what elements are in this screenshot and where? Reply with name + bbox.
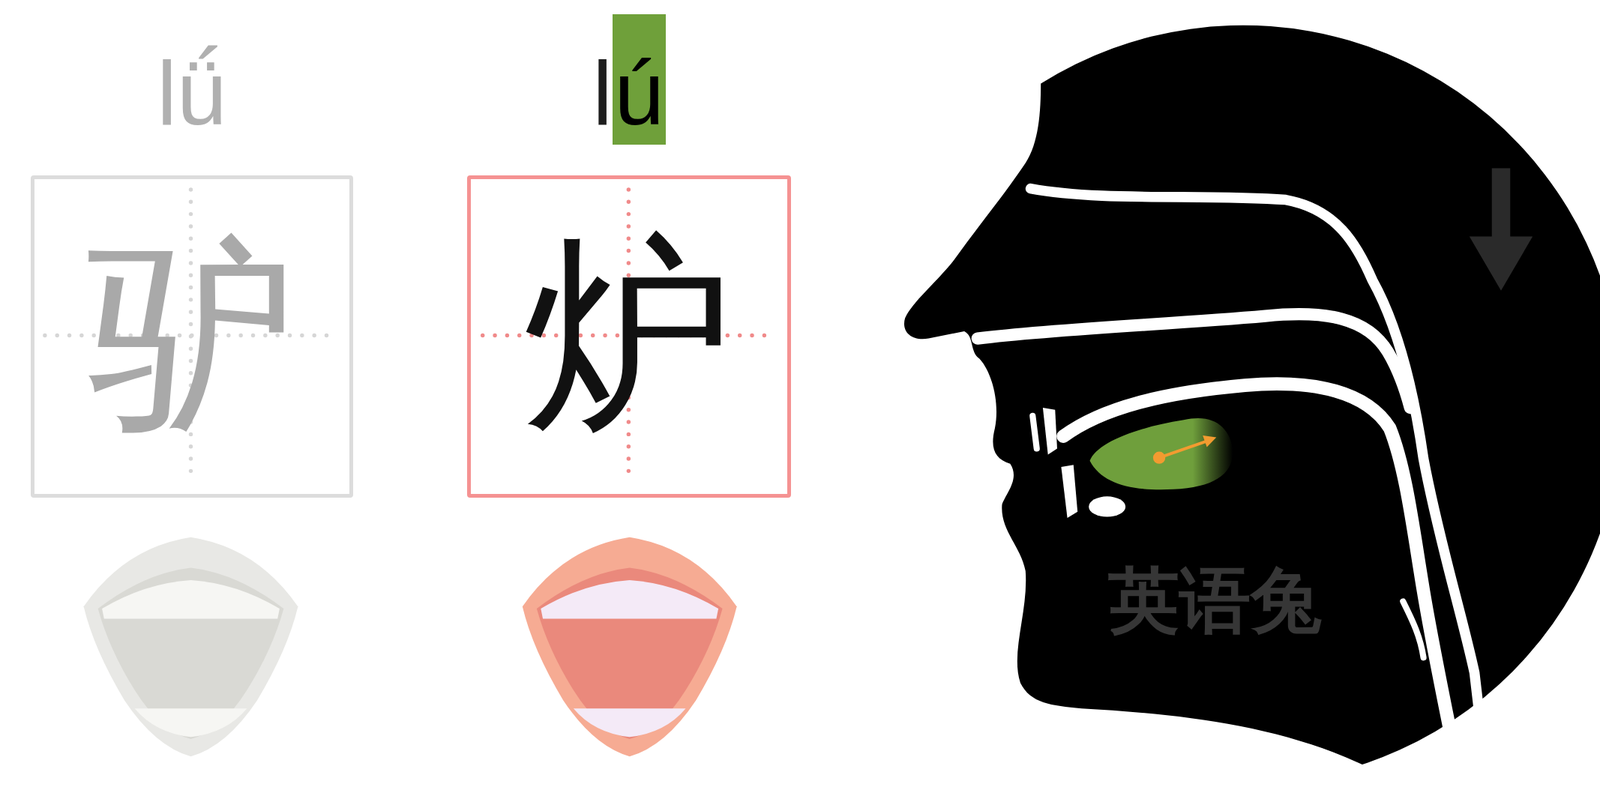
mouth-floor: [1088, 496, 1126, 517]
lower-teeth: [573, 708, 687, 738]
hanzi-character: 炉: [524, 231, 735, 442]
upper-teeth: [540, 580, 719, 620]
pharynx-wall: [1030, 188, 1489, 787]
tongue-arrow-dot: [1153, 452, 1166, 465]
character-area: 驴: [34, 179, 350, 495]
lip-line: [1032, 416, 1037, 450]
highlighted-pinyin: ú: [612, 14, 666, 145]
grid-guides: [44, 189, 777, 484]
upper-teeth: [101, 580, 280, 620]
tongue-arrow-head: [1202, 435, 1217, 448]
lower-incisor: [1060, 464, 1078, 519]
character-box: lǘ驴: [30, 175, 354, 498]
lower-teeth: [134, 708, 248, 738]
mouth-shape: [522, 537, 738, 757]
oral-cavity: [1063, 383, 1462, 787]
mouth-shape: [83, 537, 299, 757]
head-section: [904, 25, 1600, 787]
upper-incisor: [1042, 407, 1058, 456]
hanzi-character: 驴: [86, 231, 297, 442]
head-silhouette: [904, 25, 1600, 765]
lips: [522, 537, 738, 757]
tongue-arrow: [1159, 441, 1207, 459]
pinyin-row: lú: [470, 14, 788, 145]
pinyin-row: lǘ: [34, 14, 350, 145]
tongue-highlight: [1090, 418, 1234, 490]
watermark: 英语兔: [1108, 554, 1322, 651]
character-area: 炉: [470, 179, 788, 495]
mouth-inside: [98, 568, 285, 740]
mouth-inside: [536, 568, 723, 740]
pinyin: lǘ: [156, 14, 227, 145]
cavity-lines: [977, 188, 1488, 787]
epiglottis: [1402, 601, 1424, 658]
arrow-head: [1469, 236, 1533, 291]
character-box: lú炉: [467, 175, 792, 498]
arrow-shaft: [1492, 167, 1511, 242]
direction-arrow: [1469, 167, 1533, 291]
pinyin: l: [592, 14, 613, 145]
lips: [83, 537, 299, 757]
